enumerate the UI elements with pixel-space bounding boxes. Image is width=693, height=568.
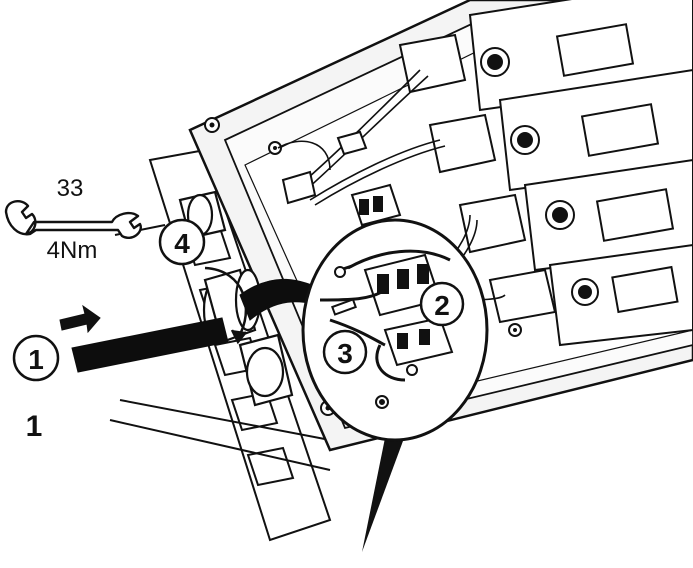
detail-callout [301,218,489,552]
led-modules [468,0,693,347]
figure-label: 1 [26,410,43,443]
callout-pointer [362,438,403,552]
step-number-3: 3 [337,338,353,369]
step-badge-4: 4 [158,218,206,266]
step-badge-1: 1 [12,334,60,382]
step-number-2: 2 [434,290,450,321]
module-connectors [398,33,599,324]
step-number-1: 1 [28,344,44,375]
terminal-block-upper [336,130,402,227]
strain-relief [281,170,317,205]
insertion-arrow [59,304,101,334]
step-badge-2: 2 [419,281,465,327]
cable-tie [331,298,357,316]
supply-cable [71,317,229,373]
detail-screws [334,266,418,409]
wrench-icon [4,200,142,239]
torque-label: 4Nm [47,237,98,264]
internal-wires [277,69,506,301]
step-badge-3: 3 [322,329,368,375]
wrench-size-label: 33 [57,175,84,202]
step-number-4: 4 [174,228,190,259]
